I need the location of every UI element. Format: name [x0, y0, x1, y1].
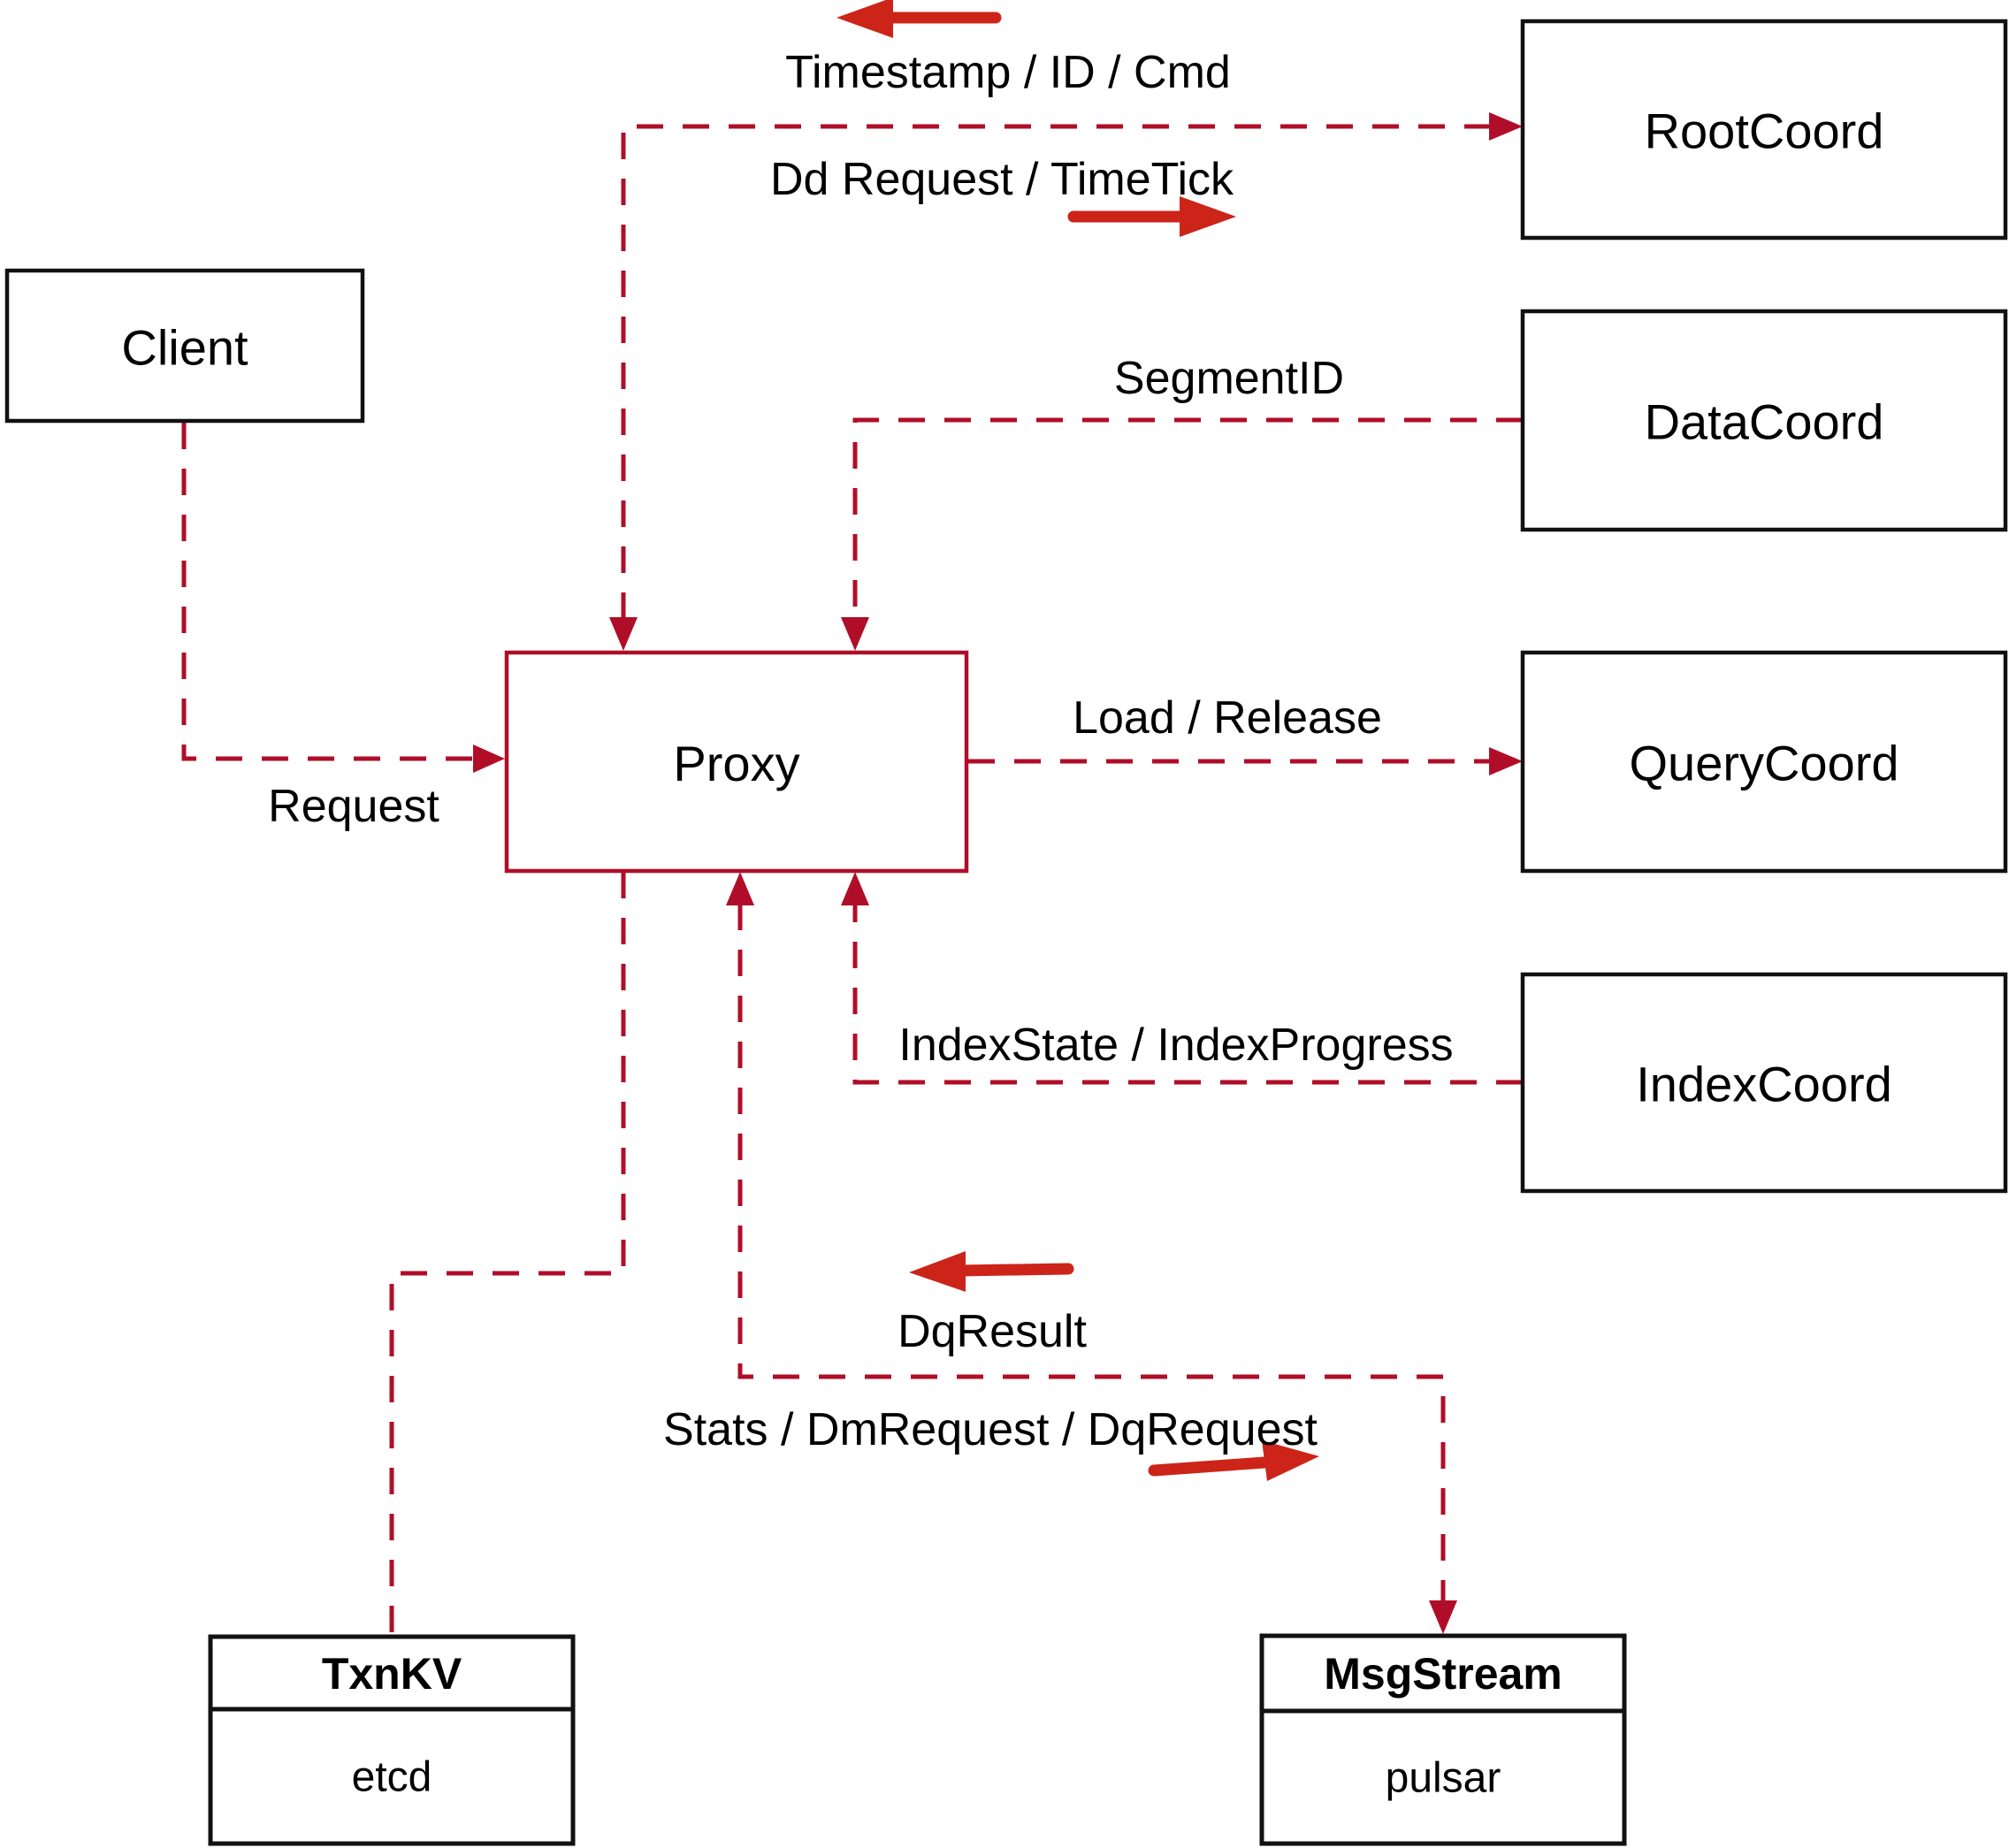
- node-datacoord: DataCoord: [1520, 309, 2008, 532]
- proxy-label: Proxy: [673, 736, 799, 791]
- arrow-right-dd-request: [1067, 196, 1236, 237]
- label-dd-request-timetick: Dd Request / TimeTick: [770, 154, 1234, 205]
- client-box: [4, 268, 365, 424]
- label-dq-result: DqResult: [898, 1306, 1087, 1357]
- rootcoord-label: RootCoord: [1645, 103, 1884, 159]
- connector-edges: [181, 112, 1523, 1634]
- edge-proxy-msgstream: [737, 904, 1446, 1602]
- arrow-left-dq-result: [909, 1251, 1074, 1292]
- label-indexstate-indexprogress: IndexState / IndexProgress: [898, 1019, 1453, 1071]
- indexcoord-box: [1520, 972, 2008, 1194]
- arrow-left-timestamp: [836, 0, 1002, 38]
- label-segment-id: SegmentID: [1114, 353, 1344, 404]
- edge-labels: Timestamp / ID / Cmd Dd Request / TimeTi…: [268, 47, 1453, 1455]
- txnkv-box: [208, 1634, 576, 1846]
- label-timestamp-id-cmd: Timestamp / ID / Cmd: [785, 47, 1231, 98]
- arrowhead-into-msgstream: [1429, 1600, 1457, 1634]
- label-request: Request: [268, 781, 439, 832]
- datacoord-label: DataCoord: [1645, 394, 1884, 450]
- arrow-right-stats: [1148, 1440, 1319, 1481]
- msgstream-box: [1259, 1633, 1627, 1846]
- edge-proxy-txnkv: [389, 872, 626, 1634]
- txnkv-title: TxnKV: [322, 1649, 462, 1699]
- querycoord-label: QueryCoord: [1629, 736, 1898, 791]
- label-stats-dmrequest-dqrequest: Stats / DmRequest / DqRequest: [663, 1404, 1318, 1455]
- proxy-box: [504, 650, 969, 874]
- msgstream-title: MsgStream: [1324, 1649, 1562, 1699]
- node-msgstream: MsgStream pulsar: [1259, 1633, 1627, 1846]
- arrowhead-into-rootcoord: [1489, 112, 1523, 141]
- edge-client-proxy: [181, 423, 475, 761]
- label-load-release: Load / Release: [1073, 692, 1382, 744]
- node-rootcoord: RootCoord: [1520, 19, 2008, 241]
- edge-proxy-rootcoord: [621, 124, 1489, 619]
- direction-arrows: [836, 0, 1319, 1481]
- indexcoord-label: IndexCoord: [1636, 1057, 1892, 1112]
- arrowhead-into-querycoord: [1489, 747, 1523, 775]
- txnkv-impl-label: etcd: [352, 1754, 432, 1801]
- node-proxy: Proxy: [504, 650, 969, 874]
- node-txnkv: TxnKV etcd: [208, 1634, 576, 1846]
- arrowhead-into-proxy-bottom-left: [726, 872, 754, 905]
- node-client: Client: [4, 268, 365, 424]
- querycoord-box: [1520, 650, 2008, 874]
- client-label: Client: [121, 320, 248, 376]
- rootcoord-box: [1520, 19, 2008, 241]
- arrowhead-into-proxy-bottom-right: [841, 872, 869, 905]
- arrowhead-into-proxy-top-left: [609, 617, 638, 651]
- edge-indexcoord-proxy: [852, 904, 1523, 1085]
- edge-datacoord-proxy: [852, 417, 1523, 619]
- arrowhead-into-proxy-left: [473, 745, 505, 773]
- arrowhead-into-proxy-top-right: [841, 617, 869, 651]
- node-querycoord: QueryCoord: [1520, 650, 2008, 874]
- node-indexcoord: IndexCoord: [1520, 972, 2008, 1194]
- datacoord-box: [1520, 309, 2008, 532]
- msgstream-impl-label: pulsar: [1386, 1755, 1501, 1802]
